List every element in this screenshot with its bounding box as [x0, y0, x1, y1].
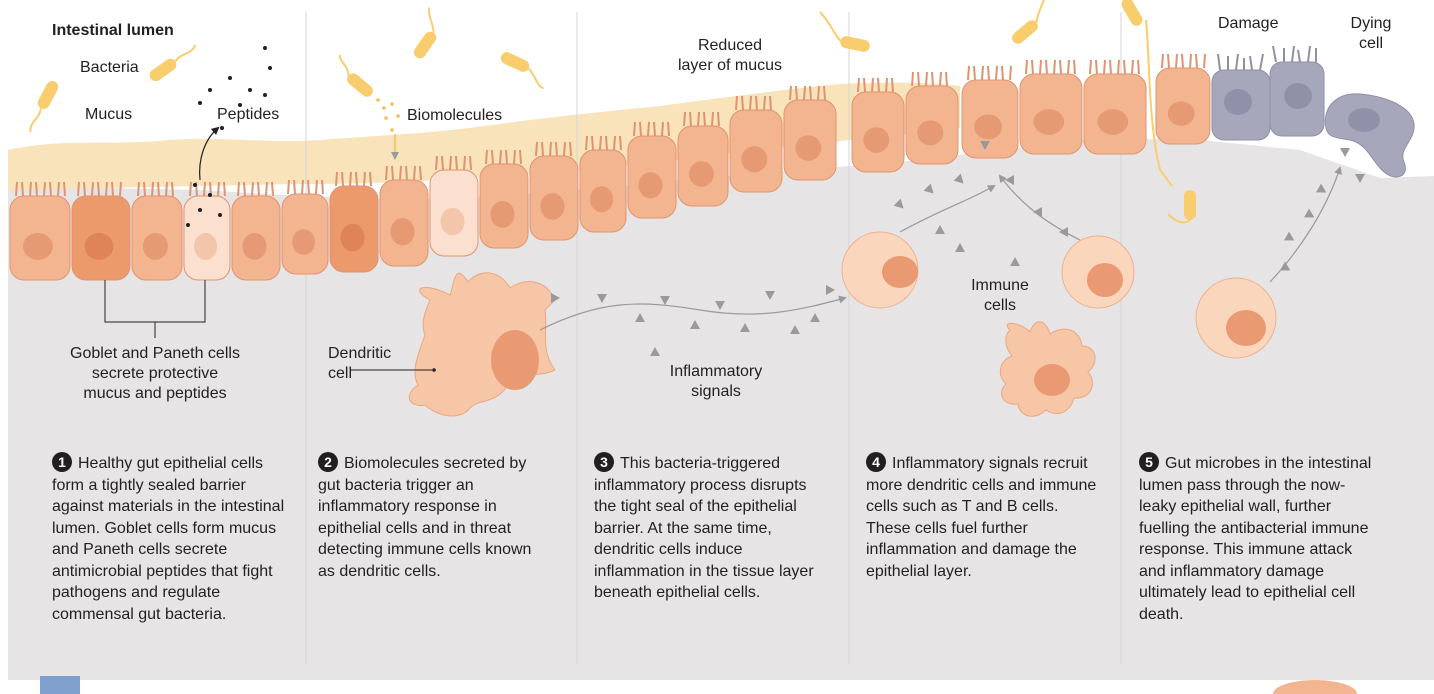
- step-5-number: 5: [1139, 452, 1159, 472]
- cell-nucleus: [1033, 109, 1064, 135]
- bacterium: [1119, 0, 1144, 28]
- cell-nucleus: [590, 186, 613, 212]
- goblet-line3: mucus and peptides: [40, 384, 270, 404]
- goblet-line1: Goblet and Paneth cells: [40, 344, 270, 364]
- cell-nucleus: [243, 233, 267, 260]
- step-3-number: 3: [594, 452, 614, 472]
- cell-microvilli: [968, 66, 1011, 80]
- bacterium: [147, 42, 200, 84]
- reduced-mucus-line2: layer of mucus: [660, 56, 800, 76]
- bacterium: [402, 8, 449, 61]
- corner-accent-square: [40, 676, 80, 694]
- cell-nucleus: [689, 161, 714, 187]
- bacterium: [329, 55, 378, 99]
- bacterium: [496, 50, 551, 88]
- cell-nucleus: [917, 120, 943, 145]
- cell-microvilli: [1162, 54, 1205, 68]
- inflammatory-signals-label: Inflammatory signals: [646, 362, 786, 402]
- reduced-mucus-label: Reduced layer of mucus: [660, 36, 800, 76]
- step-4-number: 4: [866, 452, 886, 472]
- step-5-description: 5Gut microbes in the intestinal lumen pa…: [1139, 452, 1375, 625]
- step-1-number: 1: [52, 452, 72, 472]
- step-3-text: This bacteria-triggered inflammatory pro…: [594, 455, 814, 601]
- cell-nucleus: [1097, 109, 1128, 135]
- signal-triangle: [1340, 148, 1350, 157]
- step-2-text: Biomolecules secreted by gut bacteria tr…: [318, 455, 531, 580]
- step-5-text: Gut microbes in the intestinal lumen pas…: [1139, 455, 1371, 623]
- cell-nucleus: [194, 233, 217, 260]
- dendritic-cell-label: Dendritic cell: [328, 344, 391, 384]
- goblet-paneth-label: Goblet and Paneth cells secrete protecti…: [40, 344, 270, 404]
- dying-cell-line1: Dying: [1346, 14, 1396, 34]
- inflammatory-line1: Inflammatory: [646, 362, 786, 382]
- bacterium: [23, 79, 60, 134]
- immune-line2: cells: [960, 296, 1040, 316]
- cell-nucleus: [974, 114, 1002, 139]
- intestinal-lumen-label: Intestinal lumen: [52, 21, 174, 41]
- dying-cell-label: Dying cell: [1346, 14, 1396, 54]
- dendritic-line1: Dendritic: [328, 344, 391, 364]
- mucus-label: Mucus: [85, 105, 132, 125]
- cell-nucleus: [741, 146, 767, 172]
- cell-microvilli: [1090, 60, 1139, 74]
- cell-nucleus: [391, 218, 415, 246]
- cell-nucleus: [341, 224, 365, 252]
- damage-label: Damage: [1218, 14, 1278, 34]
- cell-nucleus: [1168, 101, 1195, 125]
- biomolecules-dots: [376, 98, 400, 132]
- cell-microvilli: [1026, 60, 1075, 74]
- cell-nucleus: [541, 193, 565, 220]
- step-1-text: Healthy gut epithelial cells form a tigh…: [52, 455, 284, 623]
- cell-nucleus: [491, 201, 515, 228]
- cell-nucleus: [292, 229, 315, 255]
- inflammatory-line2: signals: [646, 382, 786, 402]
- cell-nucleus: [85, 233, 114, 260]
- immune-line1: Immune: [960, 276, 1040, 296]
- cell-nucleus: [639, 172, 663, 198]
- damaged-cells: [1212, 46, 1324, 140]
- cell-nucleus: [143, 233, 168, 260]
- reduced-mucus-line1: Reduced: [660, 36, 800, 56]
- bacterium: [814, 12, 875, 53]
- step-4-text: Inflammatory signals recruit more dendri…: [866, 455, 1096, 580]
- cell-nucleus: [23, 233, 53, 260]
- immune-cells-label: Immune cells: [960, 276, 1040, 316]
- biomolecules-label: Biomolecules: [407, 106, 502, 126]
- bacteria-label: Bacteria: [80, 58, 139, 78]
- cell-nucleus: [441, 208, 465, 236]
- dying-cell-line2: cell: [1346, 34, 1396, 54]
- cell-nucleus: [863, 127, 889, 153]
- goblet-line2: secrete protective: [40, 364, 270, 384]
- step-2-number: 2: [318, 452, 338, 472]
- cell-nucleus: [795, 135, 821, 161]
- bacterium: [1002, 0, 1060, 46]
- dendritic-line2: cell: [328, 364, 391, 384]
- peptides-label: Peptides: [217, 105, 279, 125]
